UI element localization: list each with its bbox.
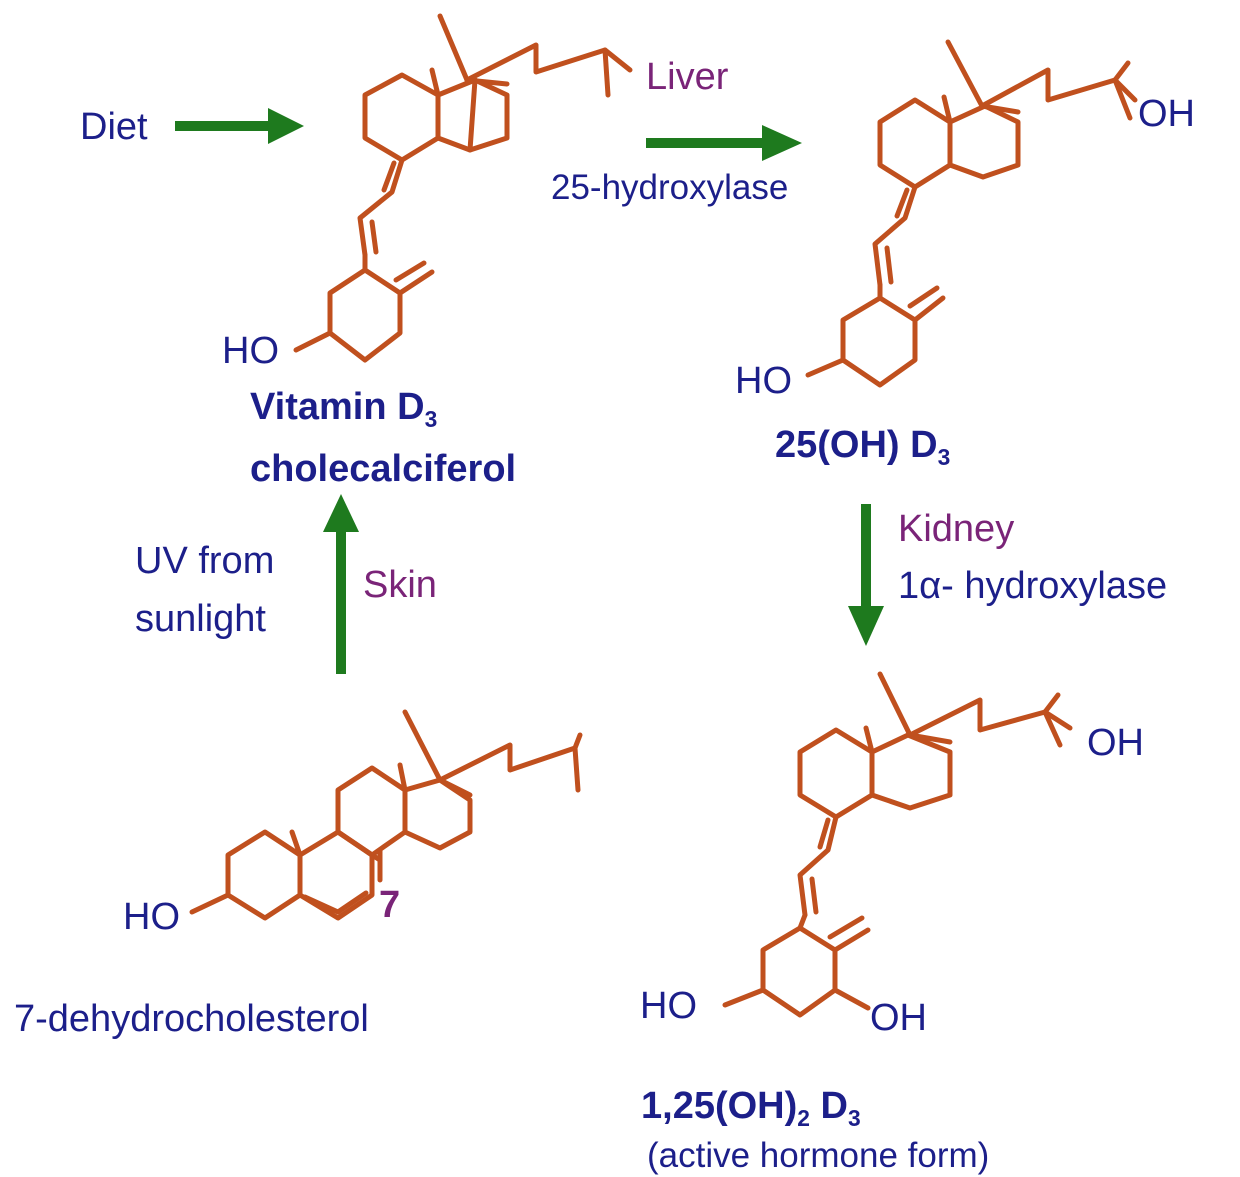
active-ho-atom: HO xyxy=(640,985,697,1027)
active-hormone-description: (active hormone form) xyxy=(647,1136,990,1175)
1-25-oh2-d3-structure xyxy=(722,671,1073,1018)
liver-label: Liver xyxy=(646,56,729,98)
vitd3-ho-atom: HO xyxy=(222,330,279,372)
active-hormone-name-part2: D xyxy=(809,1085,848,1127)
25-oh-d3-side-oh-atom: OH xyxy=(1138,93,1195,135)
25-hydroxylase-label: 25-hydroxylase xyxy=(551,168,789,207)
active-hormone-subscript-2: 2 xyxy=(797,1104,810,1131)
dehydro-ho-atom: HO xyxy=(123,896,180,938)
active-hormone-name-part1: 1,25(OH) xyxy=(641,1085,798,1127)
1-alpha-hydroxylase-label: 1α- hydroxylase xyxy=(898,565,1168,607)
active-side-oh-atom: OH xyxy=(1087,722,1144,764)
active-hormone-subscript-3: 3 xyxy=(847,1104,861,1131)
arrow-skin-uv-to-vitd3 xyxy=(323,494,359,674)
diet-label: Diet xyxy=(80,106,148,148)
arrow-liver-to-25ohd3 xyxy=(646,125,802,161)
25-oh-d3-name-text: 25(OH) D xyxy=(775,424,938,466)
7-dehydrocholesterol-name: 7-dehydrocholesterol xyxy=(14,998,369,1040)
25-oh-d3-name-subscript: 3 xyxy=(937,443,951,470)
skin-label: Skin xyxy=(363,564,437,606)
vitamin-d3-structure xyxy=(293,13,633,363)
7-dehydrocholesterol-structure xyxy=(189,709,583,921)
25-oh-d3-name: 25(OH) D3 xyxy=(775,424,950,468)
arrow-diet-to-vitd3 xyxy=(175,108,304,144)
arrow-kidney-to-active xyxy=(848,504,884,646)
vitamin-d3-name: Vitamin D3 xyxy=(250,386,437,430)
25-oh-d3-ho-atom: HO xyxy=(735,360,792,402)
active-hormone-name: 1,25(OH)2 D3 xyxy=(641,1085,861,1129)
kidney-label: Kidney xyxy=(898,508,1015,550)
25-oh-d3-structure xyxy=(805,39,1138,388)
carbon-7-label: 7 xyxy=(379,884,401,926)
uv-label-line2: sunlight xyxy=(135,598,266,640)
active-ring-oh-atom: OH xyxy=(870,997,927,1039)
vitamin-d3-name-text: Vitamin D xyxy=(250,386,425,428)
cholecalciferol-name: cholecalciferol xyxy=(250,448,517,490)
uv-label-line1: UV from xyxy=(135,540,275,582)
vitamin-d3-name-subscript: 3 xyxy=(424,405,438,432)
